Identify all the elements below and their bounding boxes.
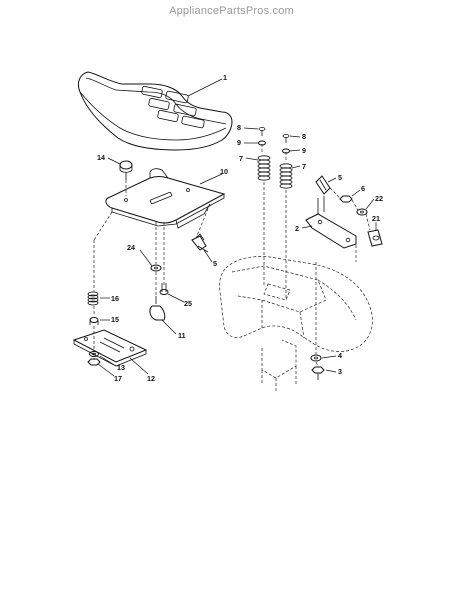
callout-7-right: 7: [302, 162, 306, 171]
slide-plate-part-12: [72, 329, 148, 367]
callout-14: 14: [97, 153, 105, 162]
fender-frame-outline: [219, 256, 373, 392]
knob-part-21: [367, 229, 383, 247]
callout-5-left: 5: [213, 259, 217, 268]
callout-13: 13: [117, 363, 125, 372]
washer-part-24: [150, 264, 162, 272]
callout-21: 21: [372, 214, 380, 223]
nut-part-6: [339, 195, 353, 203]
callout-9-left: 9: [237, 138, 241, 147]
washer-part-22: [356, 208, 368, 216]
seat-pan-part: [105, 168, 226, 229]
nut-part-17: [87, 358, 101, 366]
callout-7-left: 7: [239, 154, 243, 163]
callout-12: 12: [147, 374, 155, 383]
seat-part: [77, 71, 233, 151]
callout-4: 4: [338, 351, 342, 360]
callout-6: 6: [361, 184, 365, 193]
leader-lines: [97, 78, 377, 377]
callout-labels: 1 14 10 8 9 7 8 9 7 5 6 22 21 2 24 5 25 …: [97, 73, 383, 383]
spring-part-16: [87, 291, 99, 306]
washer-part-4: [310, 354, 322, 362]
clip-part-right: [315, 175, 331, 195]
callout-10: 10: [220, 167, 228, 176]
callout-25: 25: [184, 299, 192, 308]
washer-part-13: [89, 351, 99, 357]
callout-15: 15: [111, 315, 119, 324]
spring-part-7-left: [257, 155, 271, 181]
lever-knob-part-11: [149, 296, 166, 321]
callout-11: 11: [178, 331, 186, 340]
bolt-part-25: [159, 283, 169, 295]
bolt-part-8-right: [282, 134, 290, 143]
clip-part-left: [191, 233, 209, 253]
bushing-part-15: [89, 317, 99, 325]
callout-16: 16: [111, 294, 119, 303]
callout-5-right: 5: [338, 173, 342, 182]
pivot-bracket-part-2: [305, 196, 357, 249]
assembly-lines: [93, 144, 371, 367]
bolt-part-8-left: [258, 127, 266, 136]
spring-part-7-right: [279, 163, 293, 189]
callout-2: 2: [295, 224, 299, 233]
bolt-part-3: [311, 366, 325, 380]
callout-24: 24: [127, 243, 135, 252]
callout-8-left: 8: [237, 123, 241, 132]
callout-8-right: 8: [302, 132, 306, 141]
callout-3: 3: [338, 367, 342, 376]
callout-1: 1: [223, 73, 227, 82]
knob-part: [119, 160, 133, 180]
callout-17: 17: [114, 374, 122, 383]
callout-9-right: 9: [302, 146, 306, 155]
watermark: AppliancePartsPros.com: [169, 5, 294, 17]
callout-22: 22: [375, 194, 383, 203]
